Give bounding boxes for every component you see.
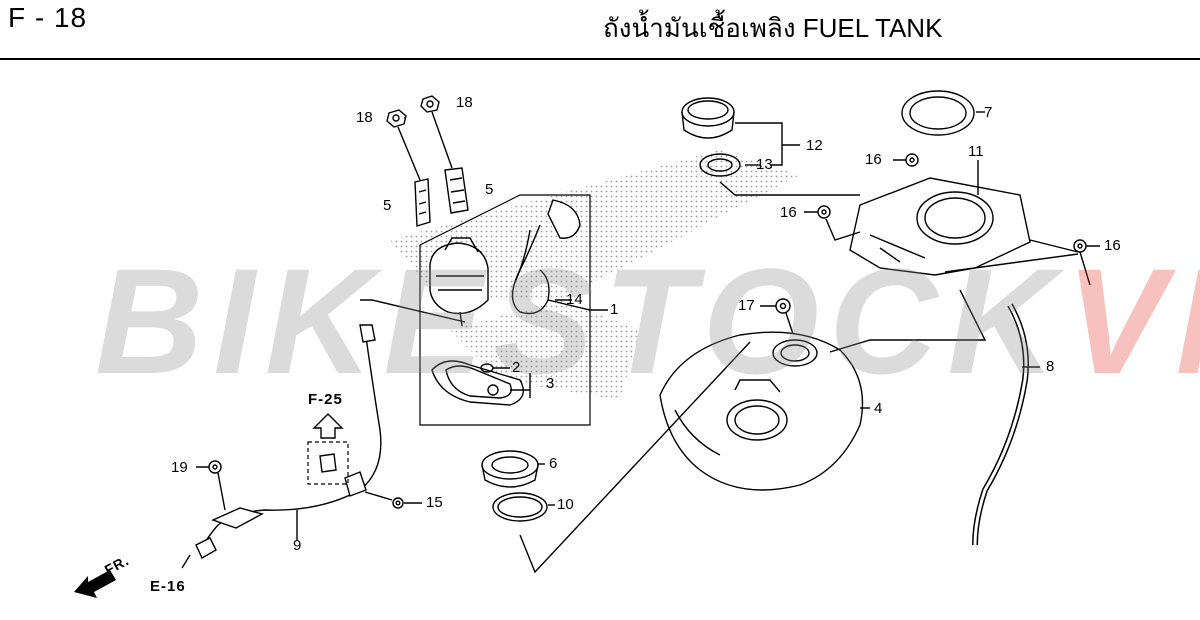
- part-12-fuel-cap: [681, 97, 735, 139]
- callout-18-right: 18: [456, 94, 473, 111]
- callout-13: 13: [756, 156, 773, 173]
- callout-5-left: 5: [383, 197, 392, 214]
- callout-10: 10: [557, 496, 574, 513]
- callout-1: 1: [610, 301, 619, 318]
- callout-16-left: 16: [780, 204, 797, 221]
- exploded-parts-diagram: BIKESTOCKVN 18 18 5 5 1 14 2 3 12 13 7 1…: [0, 60, 1200, 620]
- callout-3: 3: [546, 375, 555, 392]
- callout-6: 6: [549, 455, 558, 472]
- f25-reference-box: [307, 441, 349, 485]
- part-16-bolt-top: [905, 153, 919, 167]
- header-divider: [0, 58, 1200, 60]
- part-7-grommet: [901, 90, 975, 136]
- callout-19: 19: [171, 459, 188, 476]
- part-5-bracket-right: [444, 167, 469, 214]
- part-1-fuel-pump: [429, 237, 489, 327]
- callout-11: 11: [968, 143, 984, 160]
- part-3-plate: [431, 360, 524, 406]
- front-direction-arrow-icon: [74, 570, 116, 598]
- callout-16-right: 16: [1104, 237, 1121, 254]
- part-18-nut-right: [420, 95, 440, 113]
- part-15-bolt: [392, 497, 404, 509]
- watermark-main: BIKESTOCK: [95, 237, 1066, 405]
- callout-18-left: 18: [356, 109, 373, 126]
- part-13-cap-seal: [699, 153, 741, 177]
- hollow-up-arrow-icon: [312, 413, 344, 439]
- parts-drawing: [74, 90, 1100, 598]
- callout-8: 8: [1046, 358, 1055, 375]
- callout-7: 7: [984, 104, 993, 121]
- part-16-bolt-left: [817, 205, 831, 219]
- watermark-accent: VN: [1065, 237, 1200, 405]
- f25-clip: [319, 453, 337, 473]
- ref-e16-label: E-16: [150, 578, 186, 595]
- part-19-bolt: [208, 460, 222, 474]
- callout-16-top: 16: [865, 151, 882, 168]
- part-9-sender-cable: [195, 324, 382, 559]
- section-code: F - 18: [8, 2, 88, 33]
- watermark: BIKESTOCKVN: [95, 235, 1200, 408]
- callout-17: 17: [738, 297, 755, 314]
- callout-12: 12: [806, 137, 823, 154]
- callout-5-right: 5: [485, 181, 494, 198]
- part-14-pump-harness: [511, 199, 581, 315]
- callout-9: 9: [293, 537, 302, 554]
- stipple-band-upper: [390, 150, 800, 300]
- part-5-bracket-left: [414, 178, 431, 227]
- part-6-tank-grommet: [481, 450, 539, 488]
- part-10-o-ring: [492, 492, 548, 522]
- ref-f25-label: F-25: [308, 391, 343, 408]
- callout-2: 2: [512, 359, 521, 376]
- part-18-nut-left: [386, 109, 407, 128]
- part-4-fuel-tank: [659, 331, 864, 491]
- callout-14: 14: [566, 291, 583, 308]
- callout-4: 4: [874, 400, 883, 417]
- page-title: ถังน้ำมันเชื้อเพลิง FUEL TANK: [603, 13, 943, 43]
- part-8-breather-hose: [972, 303, 1029, 546]
- callout-15: 15: [426, 494, 443, 511]
